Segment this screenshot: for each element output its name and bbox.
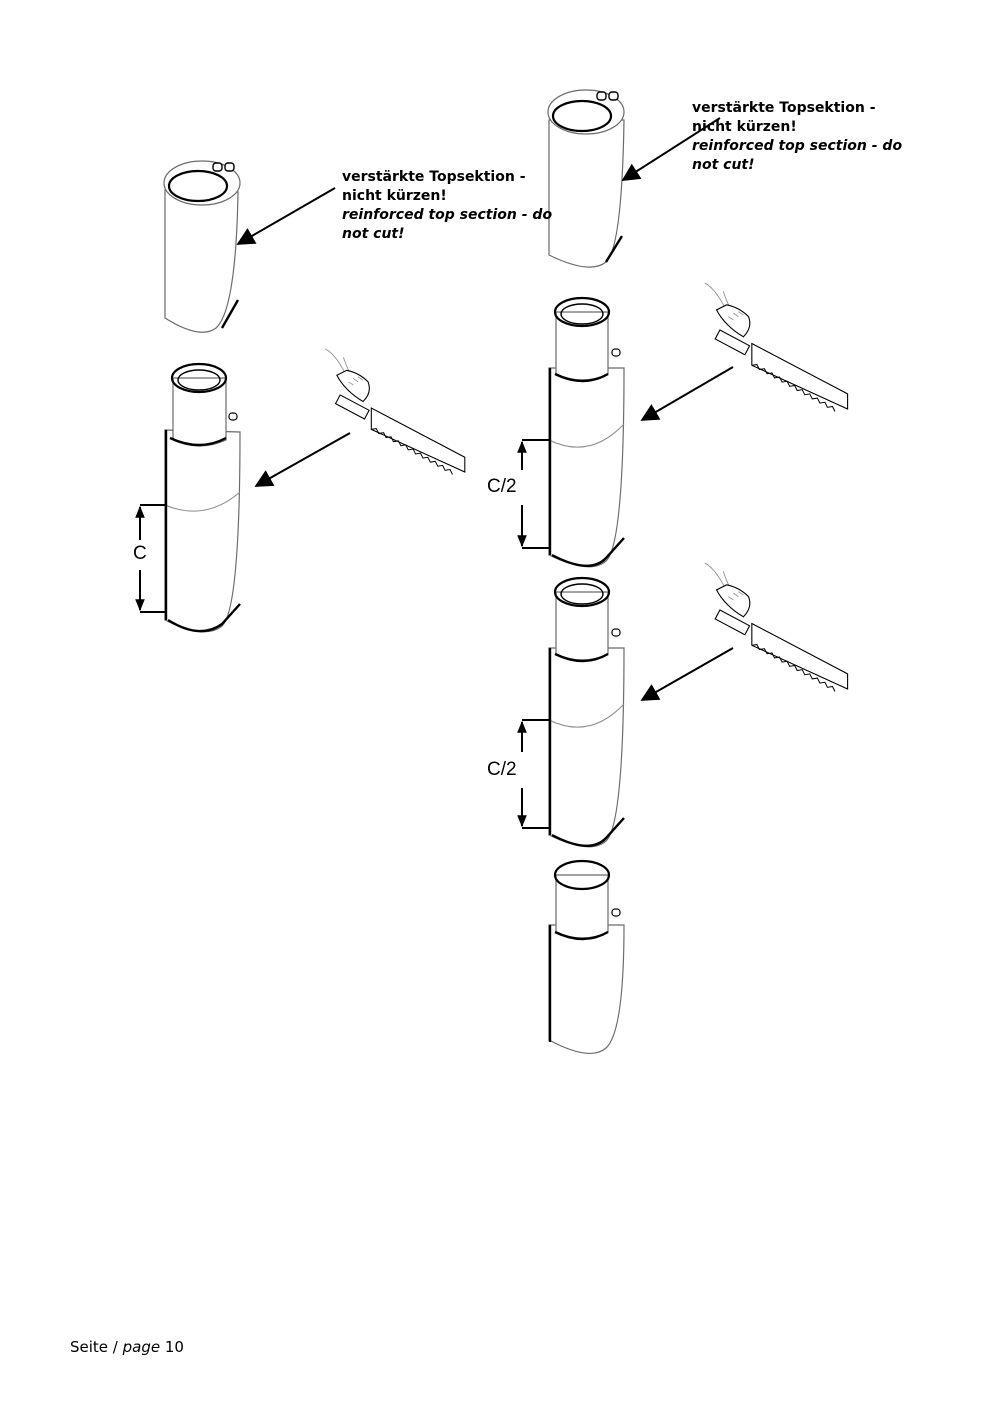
pole-section-cut-half-1	[517, 296, 625, 568]
dimension-label-half-2: C/2	[487, 759, 517, 780]
pointer-arrow	[621, 117, 721, 181]
note-reinforced-top-right: verstärkte Topsektion - nicht kürzen! re…	[692, 99, 902, 175]
note-en-line1: reinforced top section - do	[342, 207, 553, 223]
note-de-line1: verstärkte Topsektion -	[342, 169, 526, 185]
pole-section-cut-half-2	[517, 576, 625, 848]
footer-page-word: page	[122, 1338, 161, 1356]
hand-saw-icon	[704, 562, 849, 693]
hand-saw-icon	[324, 348, 466, 475]
top-section-right	[547, 89, 625, 268]
pole-section-cut-c	[135, 362, 241, 633]
dimension-label-c: C	[133, 543, 147, 564]
pointer-arrow	[640, 647, 734, 701]
note-de-line2: nicht kürzen!	[692, 119, 797, 135]
note-de-line2: nicht kürzen!	[342, 188, 447, 204]
pointer-arrow	[254, 432, 351, 487]
note-de-line1: verstärkte Topsektion -	[692, 100, 876, 116]
pole-section-final	[548, 859, 625, 1054]
footer-prefix: Seite /	[70, 1338, 118, 1356]
pointer-arrow	[640, 366, 734, 421]
page-footer: Seite / page 10	[70, 1338, 184, 1356]
top-section-left	[163, 160, 241, 333]
note-en-line1: reinforced top section - do	[692, 138, 903, 154]
hand-saw-icon	[704, 282, 849, 413]
pointer-arrow	[236, 187, 336, 245]
note-en-line2: not cut!	[342, 226, 405, 242]
note-reinforced-top-left: verstärkte Topsektion - nicht kürzen! re…	[342, 168, 552, 244]
footer-page-number: 10	[164, 1338, 184, 1356]
note-en-line2: not cut!	[692, 157, 755, 173]
dimension-label-half-1: C/2	[487, 476, 517, 497]
